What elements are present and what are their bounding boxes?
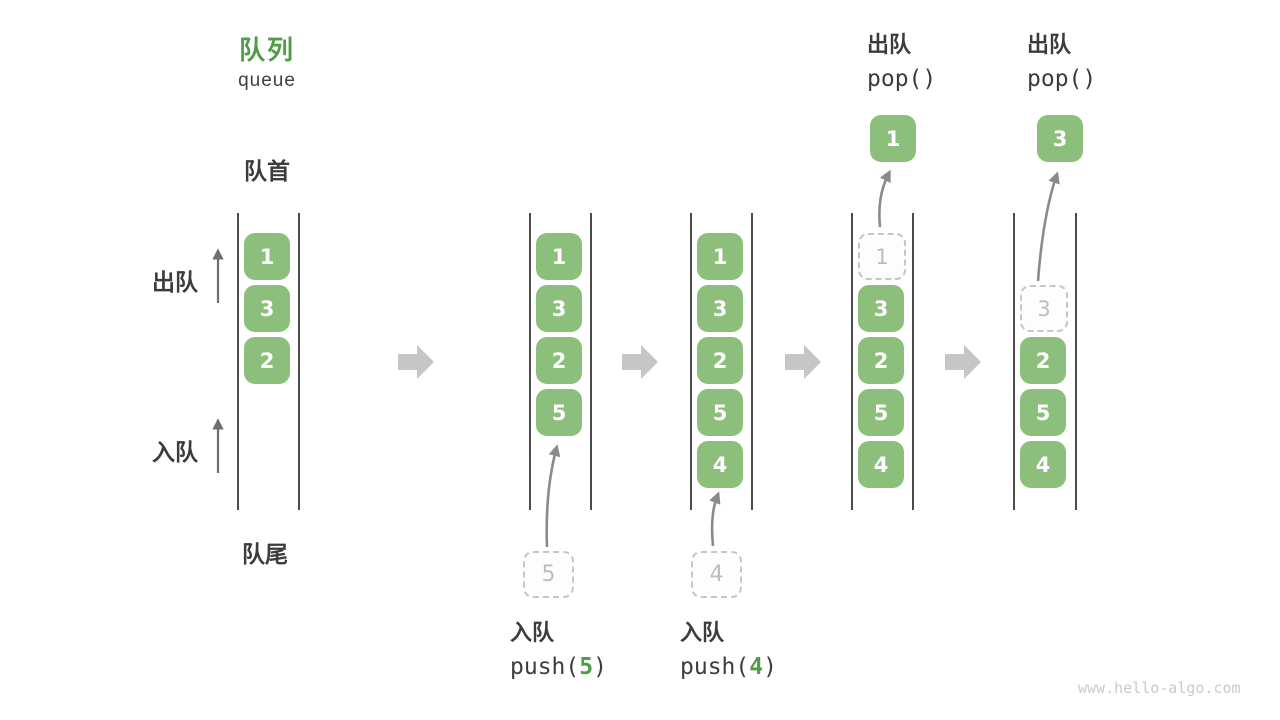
watermark: www.hello-algo.com [1078,679,1241,697]
queue-wall [912,213,914,510]
queue-cell: 5 [536,389,582,436]
step-arrow-icon [945,345,981,379]
queue-wall [851,213,853,510]
pop-op-label-1: 出队 pop() [867,28,936,96]
pop-op-label-2: 出队 pop() [1027,28,1096,96]
queue-cell: 2 [697,337,743,384]
queue-cell: 3 [536,285,582,332]
code-pre: push( [510,654,580,680]
enqueue-side-label: 入队 [152,439,198,465]
incoming-cell: 4 [691,551,742,598]
code-arg: 4 [749,654,764,680]
pop-op-name: 出队 [867,32,912,57]
push-op-label-4: 入队 push(4) [680,616,777,684]
queue-cell: 1 [244,233,290,280]
queue-cell: 4 [1020,441,1066,488]
queue-cell: 3 [697,285,743,332]
queue-cell: 5 [697,389,743,436]
queue-wall [1075,213,1077,510]
page-title: 队列 [238,35,295,65]
queue-front-label: 队首 [244,158,290,184]
step-arrow-icon [785,345,821,379]
queue-cell: 5 [858,389,904,436]
queue-wall [590,213,592,510]
ghost-cell: 3 [1020,285,1068,332]
queue-cell: 2 [244,337,290,384]
push-op-name: 入队 [680,620,725,645]
pop-op-code: pop() [867,66,937,92]
queue-wall [751,213,753,510]
queue-cell: 2 [536,337,582,384]
queue-cell: 1 [697,233,743,280]
popped-cell: 3 [1037,115,1083,162]
pop-op-name: 出队 [1027,32,1072,57]
pop3-arrow-icon [1036,171,1060,282]
pop1-arrow-icon [878,169,891,228]
queue-cell: 5 [1020,389,1066,436]
page-subtitle: queue [238,70,296,91]
queue-cell: 4 [697,441,743,488]
queue-cell: 1 [536,233,582,280]
queue-wall [1013,213,1015,510]
queue-wall [529,213,531,510]
queue-wall [237,213,239,510]
pop-op-code: pop() [1027,66,1097,92]
push5-arrow-icon [545,444,561,548]
queue-cell: 4 [858,441,904,488]
queue-cell: 3 [244,285,290,332]
code-post: ) [593,654,607,680]
queue-wall [690,213,692,510]
step-arrow-icon [398,345,434,379]
incoming-cell: 5 [523,551,574,598]
popped-cell: 1 [870,115,916,162]
dequeue-side-label: 出队 [152,269,198,295]
step-arrow-icon [622,345,658,379]
queue-wall [298,213,300,510]
push-op-label-5: 入队 push(5) [510,616,607,684]
code-arg: 5 [579,654,594,680]
push-op-code: push(4) [680,650,777,684]
ghost-cell: 1 [858,233,906,280]
queue-rear-label: 队尾 [242,541,288,567]
code-pre: push( [680,654,750,680]
queue-cell: 2 [1020,337,1066,384]
push-op-name: 入队 [510,620,555,645]
queue-cell: 2 [858,337,904,384]
push-op-code: push(5) [510,650,607,684]
code-post: ) [763,654,777,680]
queue-cell: 3 [858,285,904,332]
push4-arrow-icon [709,491,721,547]
